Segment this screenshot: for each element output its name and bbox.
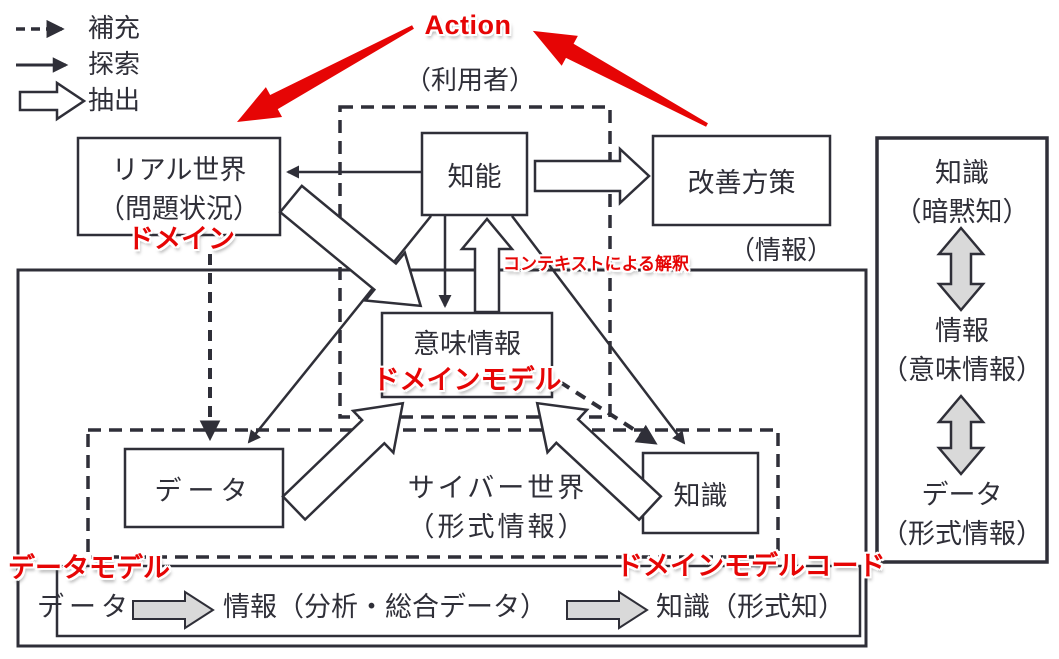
double-arrow-information-data xyxy=(936,394,986,476)
intelligence-box xyxy=(420,131,529,217)
action-arrow-from-improvement xyxy=(532,30,708,127)
data-box xyxy=(123,447,285,529)
legend-hollow-arrow-icon xyxy=(18,80,87,122)
improvement-box-label: 改善方策 xyxy=(687,168,796,199)
panel-information-label: 情報 （意味情報） xyxy=(881,316,1043,386)
arrow-intelligence-to-improvement-hollow xyxy=(533,146,651,206)
bottom-flow-frame xyxy=(55,564,862,638)
panel-knowledge-label: 知識 （暗黙知） xyxy=(894,158,1030,228)
flow-arrow-data-to-information xyxy=(132,590,215,630)
arrow-real-world-to-semantic-info-hollow xyxy=(278,184,423,308)
flow-arrow-information-to-knowledge xyxy=(566,590,649,630)
cyber-world-dashed-frame xyxy=(86,428,780,559)
action-arrow-to-real-world xyxy=(236,25,414,122)
intelligence-box-label: 知能 xyxy=(447,161,502,193)
arrow-knowledge-to-semantic-info-hollow xyxy=(535,401,663,522)
domain-model-label: ドメインモデル xyxy=(372,365,562,396)
flow-knowledge-label: 知識（形式知） xyxy=(656,592,845,624)
real-world-box-label: リアル世界 （問題状況） xyxy=(98,154,260,225)
domain-label: ドメイン xyxy=(127,224,235,255)
data-model-label: データモデル xyxy=(8,553,170,584)
flow-data-label: データ xyxy=(37,592,133,624)
context-interpretation-label: コンテキストによる解釈 xyxy=(503,254,689,274)
double-arrow-knowledge-information xyxy=(936,226,986,312)
data-box-label: データ xyxy=(154,475,254,507)
action-label: Action xyxy=(424,10,512,41)
knowledge-box-label: 知識 xyxy=(673,480,728,512)
right-hierarchy-panel-frame xyxy=(875,136,1049,564)
improvement-box xyxy=(651,134,832,227)
legend-label-extract: 抽出 xyxy=(88,85,141,116)
arrow-intelligence-to-knowledge xyxy=(511,215,686,445)
flow-information-label: 情報（分析・総合データ） xyxy=(223,592,547,624)
arrow-data-to-semantic-info-hollow xyxy=(281,401,405,522)
semantic-info-box-label: 意味情報 xyxy=(413,328,521,360)
semantic-info-box xyxy=(380,311,554,399)
domain-model-code-label: ドメインモデルコード xyxy=(616,551,886,582)
legend-label-supplement: 補充 xyxy=(88,13,141,44)
panel-data-label: データ （形式情報） xyxy=(881,480,1043,550)
real-world-box xyxy=(76,136,282,237)
user-dashed-frame xyxy=(338,105,612,419)
information-caption: （情報） xyxy=(728,235,834,266)
cyber-world-label: サイバー世界 （形式情報） xyxy=(407,473,588,543)
user-label: （利用者） xyxy=(404,65,536,96)
legend-label-search: 探索 xyxy=(88,49,141,80)
arrow-semantic-info-to-intelligence-hollow xyxy=(459,217,515,314)
outer-system-frame xyxy=(16,268,868,648)
arrow-intelligence-to-data xyxy=(247,215,432,444)
